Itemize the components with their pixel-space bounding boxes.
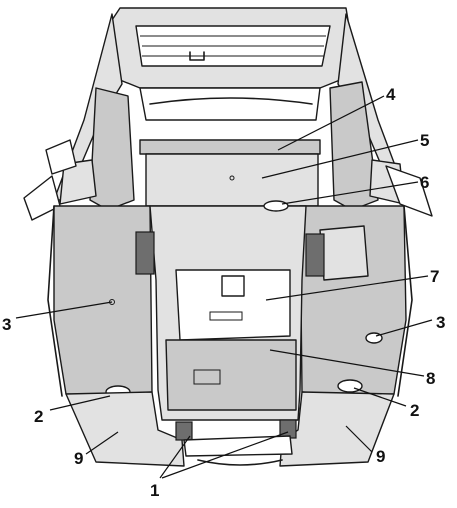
leader-2a <box>49 395 111 411</box>
tow-hooks <box>175 419 297 466</box>
leader-3b <box>375 319 433 337</box>
leader-lines <box>15 95 433 479</box>
right-shock-mount <box>305 233 325 277</box>
callout-label-7: 7 <box>430 267 439 286</box>
central-skid-plate <box>149 205 307 421</box>
callout-label-2-right: 2 <box>410 401 419 420</box>
callout-label-1: 1 <box>150 481 159 500</box>
callout-label-2-left: 2 <box>34 407 43 426</box>
leader-9b <box>345 425 373 453</box>
right-main-panel <box>299 205 413 397</box>
right-frame-rail <box>329 13 409 211</box>
leader-1a <box>159 435 191 479</box>
left-frame-rail <box>53 13 135 211</box>
leader-9a <box>85 431 119 455</box>
leader-2b <box>353 387 407 407</box>
right-bracket <box>385 165 433 217</box>
leader-6 <box>281 181 419 205</box>
leader-4 <box>277 95 385 151</box>
right-lower-skirt <box>279 391 395 467</box>
callout-label-4: 4 <box>386 85 396 104</box>
right-drain-plug <box>337 379 363 393</box>
left-bracket <box>45 139 77 175</box>
leader-8 <box>269 349 425 377</box>
center-tunnel <box>139 87 321 207</box>
left-shock-mount <box>135 231 155 275</box>
leader-3a <box>15 301 113 319</box>
rear-drain-plug <box>263 200 289 212</box>
callout-label-9-left: 9 <box>74 449 83 468</box>
callout-label-9-right: 9 <box>376 447 385 466</box>
leader-5 <box>261 139 419 179</box>
callout-label-5: 5 <box>420 131 429 150</box>
callout-label-8: 8 <box>426 369 435 388</box>
callout-label-3-right: 3 <box>436 313 445 332</box>
leader-1b <box>161 431 289 479</box>
callout-label-6: 6 <box>420 173 429 192</box>
upper-frame <box>111 7 349 89</box>
leader-7 <box>265 275 429 301</box>
callout-label-3-left: 3 <box>2 315 11 334</box>
